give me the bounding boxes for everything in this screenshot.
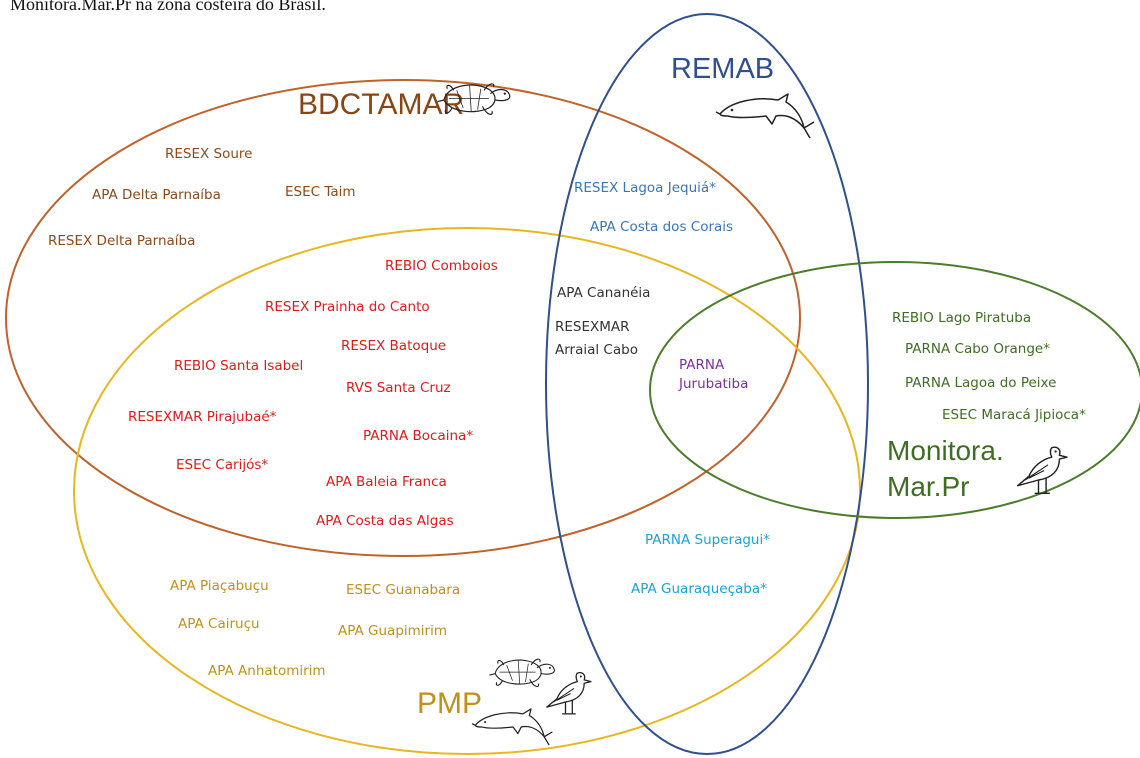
area-label: APA Cananéia — [557, 285, 650, 301]
turtle-icon — [488, 658, 555, 688]
area-label: ESEC Carijós* — [176, 457, 268, 473]
bdctamar-title: BDCTAMAR — [298, 88, 464, 121]
area-label: ESEC Taim — [285, 184, 356, 200]
area-label: RESEX Batoque — [341, 338, 446, 354]
area-label: APA Piaçabuçu — [170, 578, 269, 594]
area-label: PARNA Cabo Orange* — [905, 341, 1050, 357]
monitora-ellipse — [649, 261, 1140, 519]
area-label: APA Anhatomirim — [208, 663, 326, 679]
seabird-icon — [546, 672, 592, 715]
area-label: Jurubatiba — [678, 376, 748, 392]
area-label: RESEX Delta Parnaíba — [48, 233, 195, 249]
area-label: APA Costa dos Corais — [590, 219, 733, 235]
area-label: Arraial Cabo — [555, 342, 638, 358]
area-label: APA Costa das Algas — [316, 513, 454, 529]
area-label: RVS Santa Cruz — [346, 380, 451, 396]
area-label: APA Guaraqueçaba* — [631, 581, 767, 597]
area-label: APA Baleia Franca — [326, 474, 447, 490]
area-label: RESEX Soure — [165, 146, 253, 162]
area-label: REBIO Lago Piratuba — [892, 310, 1031, 326]
area-label: PARNA Lagoa do Peixe — [905, 375, 1056, 391]
remab-title: REMAB — [671, 53, 774, 85]
dolphin-icon — [471, 708, 553, 746]
area-label: RESEX Prainha do Canto — [265, 299, 430, 315]
monitora-title-line1: Monitora. — [887, 435, 1004, 466]
dolphin-icon — [715, 93, 815, 139]
area-label: REBIO Comboios — [385, 258, 498, 274]
area-label: REBIO Santa Isabel — [174, 358, 303, 374]
area-label: PARNA — [679, 357, 725, 373]
monitora-title-line2: Mar.Pr — [887, 471, 969, 502]
figure-caption: Monitora.Mar.Pr na zona costeira do Bras… — [10, 0, 326, 14]
area-label: PARNA Bocaina* — [363, 428, 473, 444]
pmp-ellipse — [73, 227, 861, 755]
area-label: ESEC Guanabara — [346, 582, 460, 598]
area-label: RESEX Lagoa Jequiá* — [574, 180, 716, 196]
area-label: APA Guapimirim — [338, 623, 447, 639]
area-label: RESEXMAR — [555, 319, 630, 335]
area-label: RESEXMAR Pirajubaé* — [128, 409, 277, 425]
area-label: ESEC Maracá Jipioca* — [942, 407, 1086, 423]
area-label: PARNA Superagui* — [645, 532, 770, 548]
remab-ellipse — [545, 13, 869, 755]
pmp-title: PMP — [417, 687, 482, 720]
area-label: APA Delta Parnaíba — [92, 187, 221, 203]
area-label: APA Cairuçu — [178, 616, 260, 632]
bdctamar-ellipse — [5, 79, 801, 557]
